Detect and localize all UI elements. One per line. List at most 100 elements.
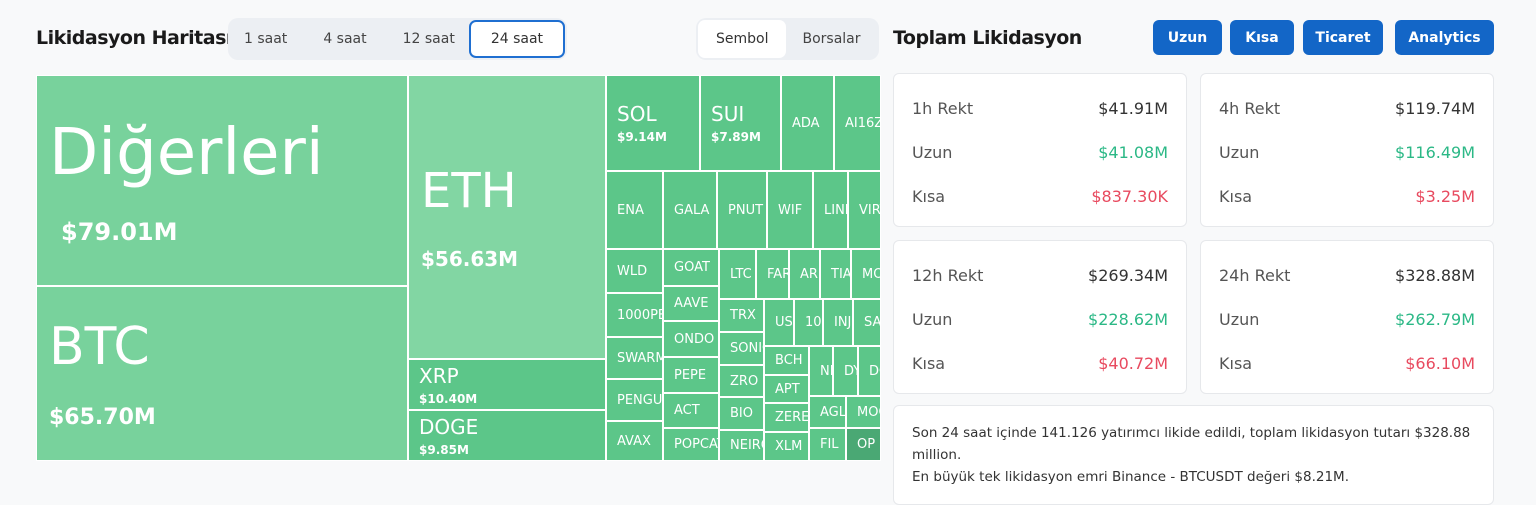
tile-symbol: 1000PEPE [617, 307, 662, 323]
treemap-tile-tia[interactable]: TIA [820, 249, 851, 299]
treemap-tile-ai16z[interactable]: AI16Z [834, 75, 881, 171]
treemap-tile-virtual[interactable]: VIRTUAL [848, 171, 881, 249]
tile-symbol: ENA [617, 202, 644, 218]
tile-symbol: OP [857, 437, 876, 452]
treemap-tile-wld[interactable]: WLD [606, 249, 663, 293]
card-row-label: Kısa [1219, 354, 1253, 373]
treemap-tile-gala[interactable]: GALA [663, 171, 717, 249]
treemap-tile-1000bonk[interactable]: 1000BONK [794, 299, 823, 346]
tile-symbol: DOT [869, 363, 880, 379]
treemap-tile-goat[interactable]: GOAT [663, 249, 719, 286]
treemap-tile-ena[interactable]: ENA [606, 171, 663, 249]
card-row-value: $328.88M [1395, 266, 1475, 285]
tile-symbol: NEAR [820, 363, 832, 379]
treemap-tile-neiro[interactable]: NEIRO [719, 430, 764, 461]
card-row: Kısa $3.25M [1219, 187, 1475, 206]
treemap-tile-pnut[interactable]: PNUT [717, 171, 767, 249]
ticaret-button[interactable]: Ticaret [1303, 20, 1383, 55]
treemap-tile-swarms[interactable]: SWARMS [606, 337, 663, 379]
card-row-label: Uzun [912, 310, 953, 329]
treemap-tile-1000pepe[interactable]: 1000PEPE [606, 293, 663, 337]
treemap-tile-diğerleri[interactable]: Diğerleri$79.01M [36, 75, 408, 286]
view-tabs: Sembol Borsalar [696, 18, 879, 60]
page-title: Likidasyon Haritası [36, 27, 232, 49]
rekt-card: 1h Rekt $41.91M Uzun $41.08M Kısa $837.3… [893, 73, 1187, 227]
treemap-tile-sui[interactable]: SUI$7.89M [700, 75, 781, 171]
tile-symbol: SOL [617, 102, 657, 126]
card-row: Uzun $41.08M [912, 143, 1168, 162]
card-row-label: 1h Rekt [912, 99, 974, 118]
treemap-tile-pepe[interactable]: PEPE [663, 357, 719, 393]
treemap-tile-arb[interactable]: ARB [789, 249, 820, 299]
tile-symbol: WLD [617, 263, 648, 279]
card-row: 4h Rekt $119.74M [1219, 99, 1475, 118]
treemap-tile-xrp[interactable]: XRP$10.40M [408, 359, 606, 410]
treemap-tile-dot[interactable]: DOT [858, 346, 881, 396]
treemap-tile-moodeng[interactable]: MOODENG [846, 396, 881, 428]
treemap-tile-pengu[interactable]: PENGU [606, 379, 663, 421]
treemap-tile-ltc[interactable]: LTC [719, 249, 756, 299]
treemap-tile-dydx[interactable]: DYDX [833, 346, 858, 396]
treemap-tile-btc[interactable]: BTC$65.70M [36, 286, 408, 461]
card-row: 24h Rekt $328.88M [1219, 266, 1475, 285]
treemap-tile-fil[interactable]: FIL [809, 428, 846, 461]
treemap-tile-fartcoin[interactable]: FARTCOIN [756, 249, 789, 299]
treemap-tile-act[interactable]: ACT [663, 393, 719, 428]
tile-symbol: NEIRO [730, 438, 763, 453]
card-row: 1h Rekt $41.91M [912, 99, 1168, 118]
treemap-tile-sol[interactable]: SOL$9.14M [606, 75, 700, 171]
treemap-tile-ondo[interactable]: ONDO [663, 321, 719, 357]
tab-sembol[interactable]: Sembol [698, 20, 787, 58]
treemap-tile-aave[interactable]: AAVE [663, 286, 719, 321]
tile-symbol: MOVE [862, 266, 880, 282]
treemap-tile-trx[interactable]: TRX [719, 299, 764, 332]
treemap-tile-sand[interactable]: SAND [853, 299, 881, 346]
treemap-tile-bch[interactable]: BCH [764, 346, 809, 375]
treemap-tile-op[interactable]: OP [846, 428, 881, 461]
tile-symbol: XRP [419, 363, 459, 388]
tile-symbol: XLM [775, 439, 803, 454]
tab-4-saat[interactable]: 4 saat [323, 31, 367, 47]
summary-note: Son 24 saat içinde 141.126 yatırımcı lik… [893, 405, 1494, 505]
tile-value: $9.85M [419, 442, 469, 457]
treemap-tile-popcat[interactable]: POPCAT [663, 428, 719, 461]
analytics-button[interactable]: Analytics [1395, 20, 1494, 55]
tile-symbol: DOGE [419, 414, 479, 439]
treemap-tile-sonic[interactable]: SONIC [719, 332, 764, 365]
tile-symbol: APT [775, 381, 800, 397]
treemap-tile-move[interactable]: MOVE [851, 249, 881, 299]
tile-symbol: MOODENG [857, 404, 880, 420]
tile-symbol: TRX [730, 308, 756, 323]
treemap-tile-link[interactable]: LINK [813, 171, 848, 249]
treemap-tile-avax[interactable]: AVAX [606, 421, 663, 461]
card-row-value: $40.72M [1098, 354, 1168, 373]
tile-symbol: POPCAT [674, 437, 718, 452]
uzun-button[interactable]: Uzun [1153, 20, 1222, 55]
treemap-tile-zro[interactable]: ZRO [719, 365, 764, 397]
treemap-tile-bio[interactable]: BIO [719, 397, 764, 430]
tile-symbol: FIL [820, 437, 839, 452]
treemap-tile-usual[interactable]: USUAL [764, 299, 794, 346]
tile-symbol: SWARMS [617, 350, 662, 366]
kisa-button[interactable]: Kısa [1230, 20, 1294, 55]
treemap-tile-apt[interactable]: APT [764, 375, 809, 403]
tab-1-saat[interactable]: 1 saat [244, 31, 288, 47]
tile-symbol: ETH [421, 163, 517, 219]
treemap-tile-eth[interactable]: ETH$56.63M [408, 75, 606, 359]
treemap-tile-wif[interactable]: WIF [767, 171, 813, 249]
treemap-tile-inj[interactable]: INJ [823, 299, 853, 346]
treemap-tile-ada[interactable]: ADA [781, 75, 834, 171]
card-row-label: Kısa [1219, 187, 1253, 206]
treemap-tile-near[interactable]: NEAR [809, 346, 833, 396]
treemap-tile-zerebro[interactable]: ZEREBRO [764, 403, 809, 432]
treemap-tile-xlm[interactable]: XLM [764, 432, 809, 461]
tab-12-saat[interactable]: 12 saat [402, 31, 455, 47]
treemap-tile-doge[interactable]: DOGE $9.85M [408, 410, 606, 461]
tile-symbol: BTC [49, 317, 150, 377]
tab-borsalar[interactable]: Borsalar [802, 31, 861, 47]
treemap-tile-agld[interactable]: AGLD [809, 396, 846, 428]
tile-symbol: BIO [730, 406, 753, 421]
tile-symbol: GALA [674, 202, 710, 218]
tab-24-saat[interactable]: 24 saat [468, 20, 566, 58]
